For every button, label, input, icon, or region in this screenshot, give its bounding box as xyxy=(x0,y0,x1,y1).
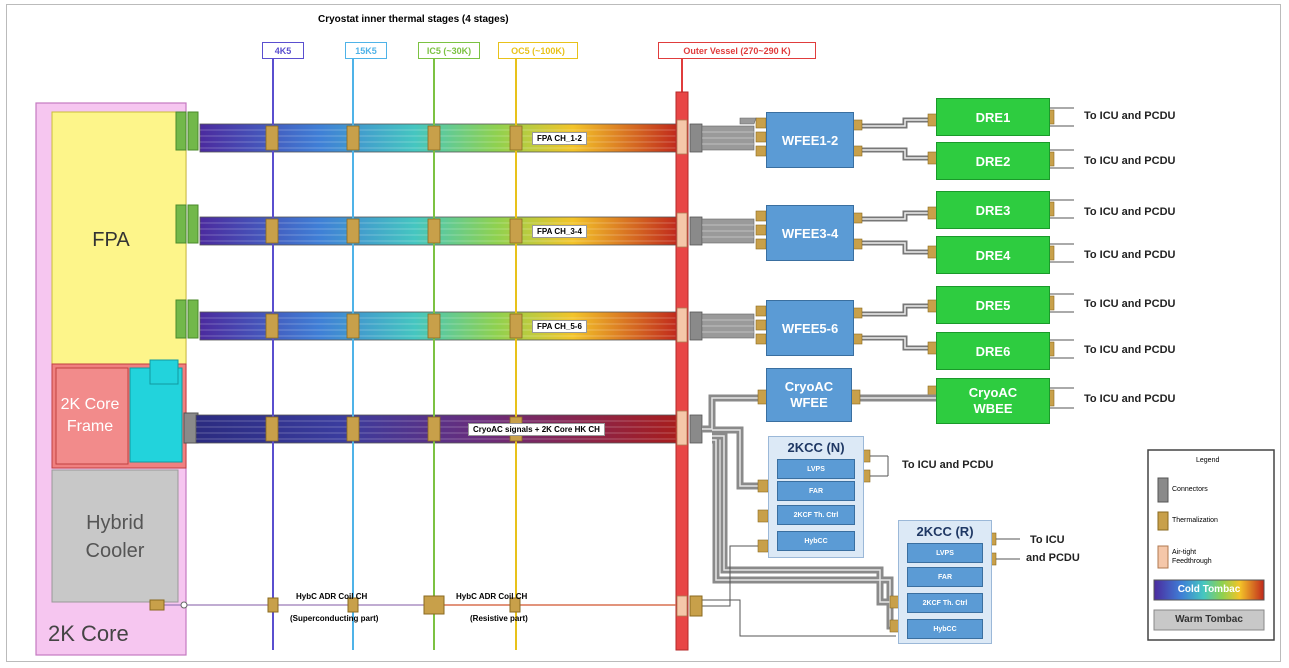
to-icu-label-kcc-n: To ICU and PCDU xyxy=(902,459,994,471)
hybrid-cooler-label-2: Cooler xyxy=(85,540,145,562)
legend-warm-tombac: Warm Tombac xyxy=(1175,614,1243,625)
cryoac-wbee: CryoAC WBEE xyxy=(936,378,1050,424)
2k-core-label: 2K Core xyxy=(48,621,129,646)
kcc-r: 2KCC (R) LVPS FAR 2KCF Th. Ctrl HybCC xyxy=(898,520,992,644)
diagram-frame xyxy=(6,4,1281,662)
kcc-n-hybcc: HybCC xyxy=(777,531,855,551)
cryoac-wfee-line-1: CryoAC xyxy=(784,379,834,394)
cryoac-wbee-line-1: CryoAC xyxy=(968,385,1018,400)
wfee-5-6: WFEE5-6 xyxy=(766,300,854,356)
kcc-r-2kcf-th-ctrl: 2KCF Th. Ctrl xyxy=(907,593,983,613)
legend-cold-tombac: Cold Tombac xyxy=(1177,584,1241,595)
to-icu-label-5: To ICU and PCDU xyxy=(1084,298,1176,310)
kcc-n-lvps: LVPS xyxy=(777,459,855,479)
legend-item-thermalization: Thermalization xyxy=(1172,517,1218,524)
hybc-right-label-1: HybC ADR Coil CH xyxy=(456,592,528,601)
legend-item-feedthrough: Air-tight Feedthrough xyxy=(1172,549,1212,565)
legend-item-connectors: Connectors xyxy=(1172,486,1208,493)
stage-label-15k5: 15K5 xyxy=(345,42,387,59)
stage-label-4k5: 4K5 xyxy=(262,42,304,59)
hybrid-cooler-label-1: Hybrid xyxy=(86,512,144,534)
to-icu-label-kcc-r-2: and PCDU xyxy=(1026,552,1080,564)
bundle-label-cryoac: CryoAC signals + 2K Core HK CH xyxy=(468,423,605,436)
hybc-left-label-2: (Superconducting part) xyxy=(290,614,379,623)
kcc-r-lvps: LVPS xyxy=(907,543,983,563)
stage-label-ic5: IC5 (~30K) xyxy=(418,42,480,59)
dre-1: DRE1 xyxy=(936,98,1050,136)
dre-3: DRE3 xyxy=(936,191,1050,229)
kcc-r-hybcc: HybCC xyxy=(907,619,983,639)
to-icu-label-3: To ICU and PCDU xyxy=(1084,206,1176,218)
wfee-3-4: WFEE3-4 xyxy=(766,205,854,261)
dre-5: DRE5 xyxy=(936,286,1050,324)
kcc-n-2kcf-th-ctrl: 2KCF Th. Ctrl xyxy=(777,505,855,525)
cryoac-wbee-line-2: WBEE xyxy=(973,401,1013,416)
dre-4: DRE4 xyxy=(936,236,1050,274)
to-icu-label-1: To ICU and PCDU xyxy=(1084,110,1176,122)
cryoac-wfee: CryoAC WFEE xyxy=(766,368,852,422)
to-icu-label-cryoac: To ICU and PCDU xyxy=(1084,393,1176,405)
bundle-label-fpa-ch-5-6: FPA CH_5-6 xyxy=(532,320,587,333)
core-frame-label-2: Frame xyxy=(66,418,114,435)
kcc-r-title: 2KCC (R) xyxy=(916,524,974,539)
dre-2: DRE2 xyxy=(936,142,1050,180)
bundle-label-fpa-ch-3-4: FPA CH_3-4 xyxy=(532,225,587,238)
kcc-n: 2KCC (N) LVPS FAR 2KCF Th. Ctrl HybCC xyxy=(768,436,864,558)
to-icu-label-2: To ICU and PCDU xyxy=(1084,155,1176,167)
hybc-right-label-2: (Resistive part) xyxy=(470,614,528,623)
cryoac-wfee-line-2: WFEE xyxy=(790,395,828,410)
legend-title: Legend xyxy=(1196,457,1220,464)
core-frame-label-1: 2K Core xyxy=(60,396,120,413)
to-icu-label-6: To ICU and PCDU xyxy=(1084,344,1176,356)
fpa-label: FPA xyxy=(92,228,130,251)
kcc-n-far: FAR xyxy=(777,481,855,501)
to-icu-label-4: To ICU and PCDU xyxy=(1084,249,1176,261)
kcc-r-far: FAR xyxy=(907,567,983,587)
diagram-title: Cryostat inner thermal stages (4 stages) xyxy=(318,14,509,25)
kcc-n-title: 2KCC (N) xyxy=(787,440,845,455)
hybc-left-label-1: HybC ADR Coil CH xyxy=(296,592,368,601)
stage-label-oc5: OC5 (~100K) xyxy=(498,42,578,59)
stage-label-outer-vessel: Outer Vessel (270~290 K) xyxy=(658,42,816,59)
wfee-1-2: WFEE1-2 xyxy=(766,112,854,168)
bundle-label-fpa-ch-1-2: FPA CH_1-2 xyxy=(532,132,587,145)
dre-6: DRE6 xyxy=(936,332,1050,370)
to-icu-label-kcc-r-1: To ICU xyxy=(1030,534,1065,546)
